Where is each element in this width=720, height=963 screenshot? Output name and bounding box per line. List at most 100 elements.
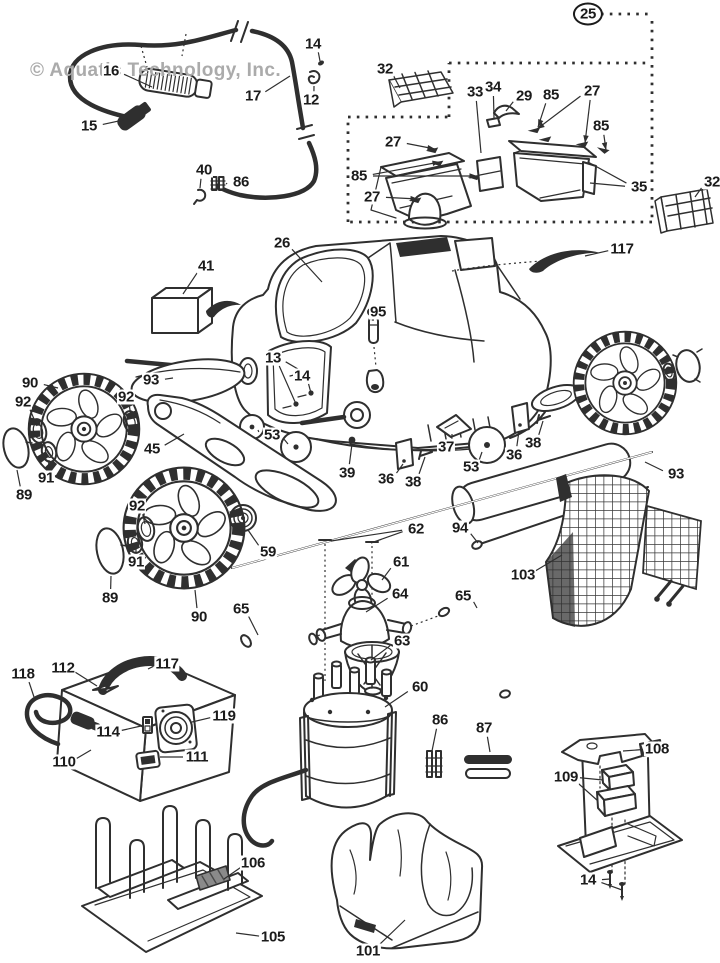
part-label-89-31: 89 <box>14 486 34 504</box>
part-label-91-45: 91 <box>126 553 146 571</box>
part-label-92-28: 92 <box>13 393 33 411</box>
part-label-53-38: 53 <box>461 458 481 476</box>
pins-part-86-top <box>210 176 226 191</box>
part-label-92-44: 92 <box>127 497 147 515</box>
part-label-90-47: 90 <box>189 608 209 626</box>
hubcap-89-lower <box>95 527 128 575</box>
storage-rack-105 <box>81 805 263 953</box>
part-label-17-2: 17 <box>243 87 263 105</box>
mesh-screen-103 <box>544 474 702 627</box>
pump-assembly <box>241 539 512 848</box>
right-wheel-washer-cap <box>662 348 703 383</box>
part-label-87-57: 87 <box>474 719 494 737</box>
label-plate-106 <box>195 865 231 891</box>
part-label-59-48: 59 <box>258 543 278 561</box>
part-label-32-8: 32 <box>375 60 395 78</box>
part-label-41-22: 41 <box>196 257 216 275</box>
part-label-36-39: 36 <box>504 446 524 464</box>
part-label-106-65: 106 <box>239 854 267 872</box>
part-label-85-16: 85 <box>349 167 369 185</box>
part-label-117-20: 117 <box>609 240 635 258</box>
part-label-110-63: 110 <box>51 753 77 771</box>
float-box-41 <box>151 287 241 334</box>
part-label-92-29: 92 <box>116 388 136 406</box>
wheel-right <box>574 332 677 435</box>
part-label-86-6: 86 <box>231 173 251 191</box>
part-label-37-37: 37 <box>436 438 456 456</box>
vent-grate-top <box>388 70 454 108</box>
part-label-103-43: 103 <box>509 566 537 584</box>
part-label-105-66: 105 <box>259 928 287 946</box>
supply-cord-118 <box>24 693 100 747</box>
part-label-89-46: 89 <box>100 589 120 607</box>
power-switch-114 <box>142 716 153 734</box>
clip-part-40 <box>193 188 207 205</box>
handle-rod-93 <box>231 451 653 569</box>
part-label-93-26: 93 <box>141 371 161 389</box>
part-label-90-27: 90 <box>20 374 40 392</box>
power-socket-111 <box>135 749 161 771</box>
part-label-39-34: 39 <box>337 464 357 482</box>
part-label-86-56: 86 <box>430 711 450 729</box>
part-label-62-49: 62 <box>406 520 426 538</box>
part-label-14-1: 14 <box>303 35 323 53</box>
part-label-117-58: 117 <box>154 655 180 673</box>
bracket-assembly-right <box>476 104 597 202</box>
part-label-108-68: 108 <box>643 740 671 758</box>
part-label-111-64: 111 <box>184 748 210 766</box>
hose-65-left <box>240 625 318 648</box>
part-label-12-3: 12 <box>301 91 321 109</box>
part-label-93-41: 93 <box>666 465 686 483</box>
part-label-32-19: 32 <box>702 173 720 191</box>
part-label-40-5: 40 <box>194 161 214 179</box>
hubcap-89-upper <box>2 427 33 469</box>
part-label-85-12: 85 <box>541 86 561 104</box>
part-label-109-69: 109 <box>552 768 580 786</box>
block-109b <box>596 785 637 817</box>
part-label-35-18: 35 <box>629 178 649 196</box>
part-label-27-17: 27 <box>362 188 382 206</box>
part-label-13-24: 13 <box>263 349 283 367</box>
mount-frame-108 <box>557 733 683 901</box>
part-label-29-11: 29 <box>514 87 534 105</box>
bracket-assembly-left <box>370 152 472 230</box>
part-label-53-33: 53 <box>262 426 282 444</box>
part-label-34-10: 34 <box>483 78 503 96</box>
robot-body <box>124 235 602 470</box>
part-label-14-70: 14 <box>578 871 598 889</box>
block-109a <box>601 764 635 791</box>
power-plug <box>117 101 151 131</box>
bearing-59 <box>229 504 257 532</box>
washers-upper <box>28 410 140 463</box>
arrow-emblem-112 <box>92 684 119 694</box>
part-label-114-61: 114 <box>95 723 121 741</box>
callout-leader-lines <box>16 52 702 946</box>
mesh-screws <box>654 579 685 607</box>
strap-117-top <box>529 250 601 273</box>
output-connector-119 <box>154 703 198 754</box>
part-label-15-4: 15 <box>79 117 99 135</box>
part-label-91-30: 91 <box>36 469 56 487</box>
part-label-60-55: 60 <box>410 678 430 696</box>
power-supply-unit <box>24 656 236 802</box>
part-label-25-7: 25 <box>572 2 604 26</box>
part-label-45-32: 45 <box>142 440 162 458</box>
part-label-61-50: 61 <box>391 553 411 571</box>
part-label-119-62: 119 <box>211 707 237 725</box>
part-label-27-13: 27 <box>582 82 602 100</box>
part-label-101-67: 101 <box>354 942 382 960</box>
rollers-87 <box>464 755 512 779</box>
part-label-16-0: 16 <box>101 62 121 80</box>
side-plate-45 <box>146 393 337 512</box>
part-label-118-60: 118 <box>10 665 36 683</box>
part-label-85-14: 85 <box>591 117 611 135</box>
part-label-112-59: 112 <box>50 659 76 677</box>
vent-grate-bottom <box>654 188 714 234</box>
part-label-33-9: 33 <box>465 83 485 101</box>
part-label-38-40: 38 <box>523 434 543 452</box>
pump-motor-60 <box>241 656 397 848</box>
hook-part-12 <box>307 70 321 85</box>
part-label-26-21: 26 <box>272 234 292 252</box>
